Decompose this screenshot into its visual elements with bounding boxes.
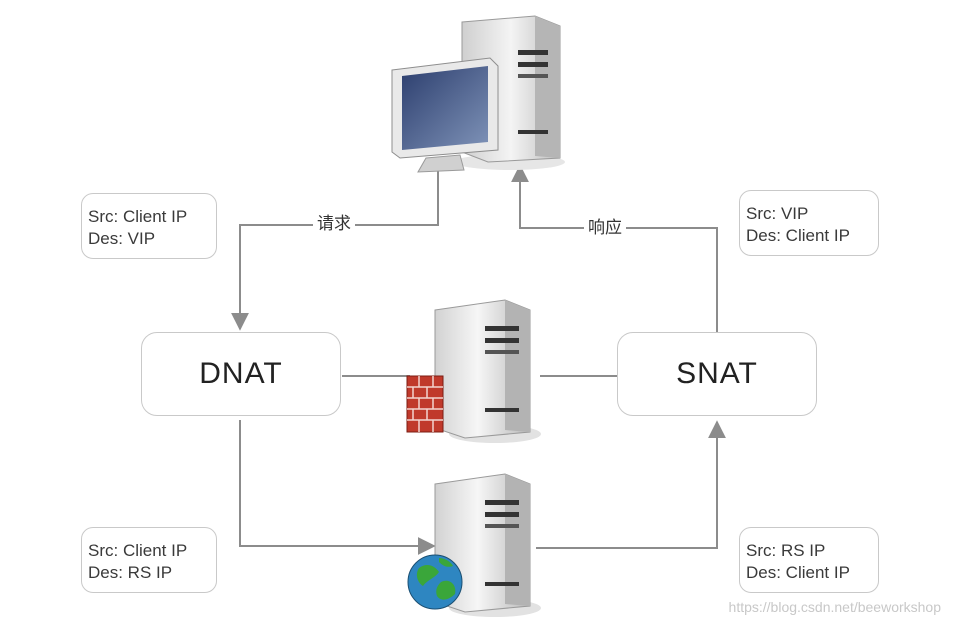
globe-icon [407, 554, 463, 610]
firewall-server-icon [406, 299, 541, 443]
dnat-rs-line [239, 420, 436, 555]
src-address: Src: Client IP [88, 541, 188, 560]
src-address: Src: RS IP [746, 541, 826, 560]
dnat-node: DNAT [141, 332, 341, 416]
rs-snat-line [536, 420, 726, 549]
des-address: Des: RS IP [88, 563, 173, 582]
response-label: 响应 [584, 218, 626, 238]
src-address: Src: Client IP [88, 207, 188, 226]
firewall-icon [406, 375, 444, 433]
address-box-bottom-left: Src: Client IP Des: RS IP [81, 527, 217, 593]
address-box-top-left: Src: Client IP Des: VIP [81, 193, 217, 259]
watermark: https://blog.csdn.net/beeworkshop [728, 599, 941, 615]
des-address: Des: Client IP [746, 226, 850, 245]
response-line [511, 164, 718, 332]
snat-node: SNAT [617, 332, 817, 416]
des-address: Des: VIP [88, 229, 156, 248]
web-server-globe-icon [407, 473, 541, 617]
address-box-top-right: Src: VIP Des: Client IP [739, 190, 879, 256]
desktop-computer-icon [391, 15, 565, 173]
des-address: Des: Client IP [746, 563, 850, 582]
request-label: 请求 [313, 214, 355, 234]
src-address: Src: VIP [746, 204, 809, 223]
address-box-bottom-right: Src: RS IP Des: Client IP [739, 527, 879, 593]
